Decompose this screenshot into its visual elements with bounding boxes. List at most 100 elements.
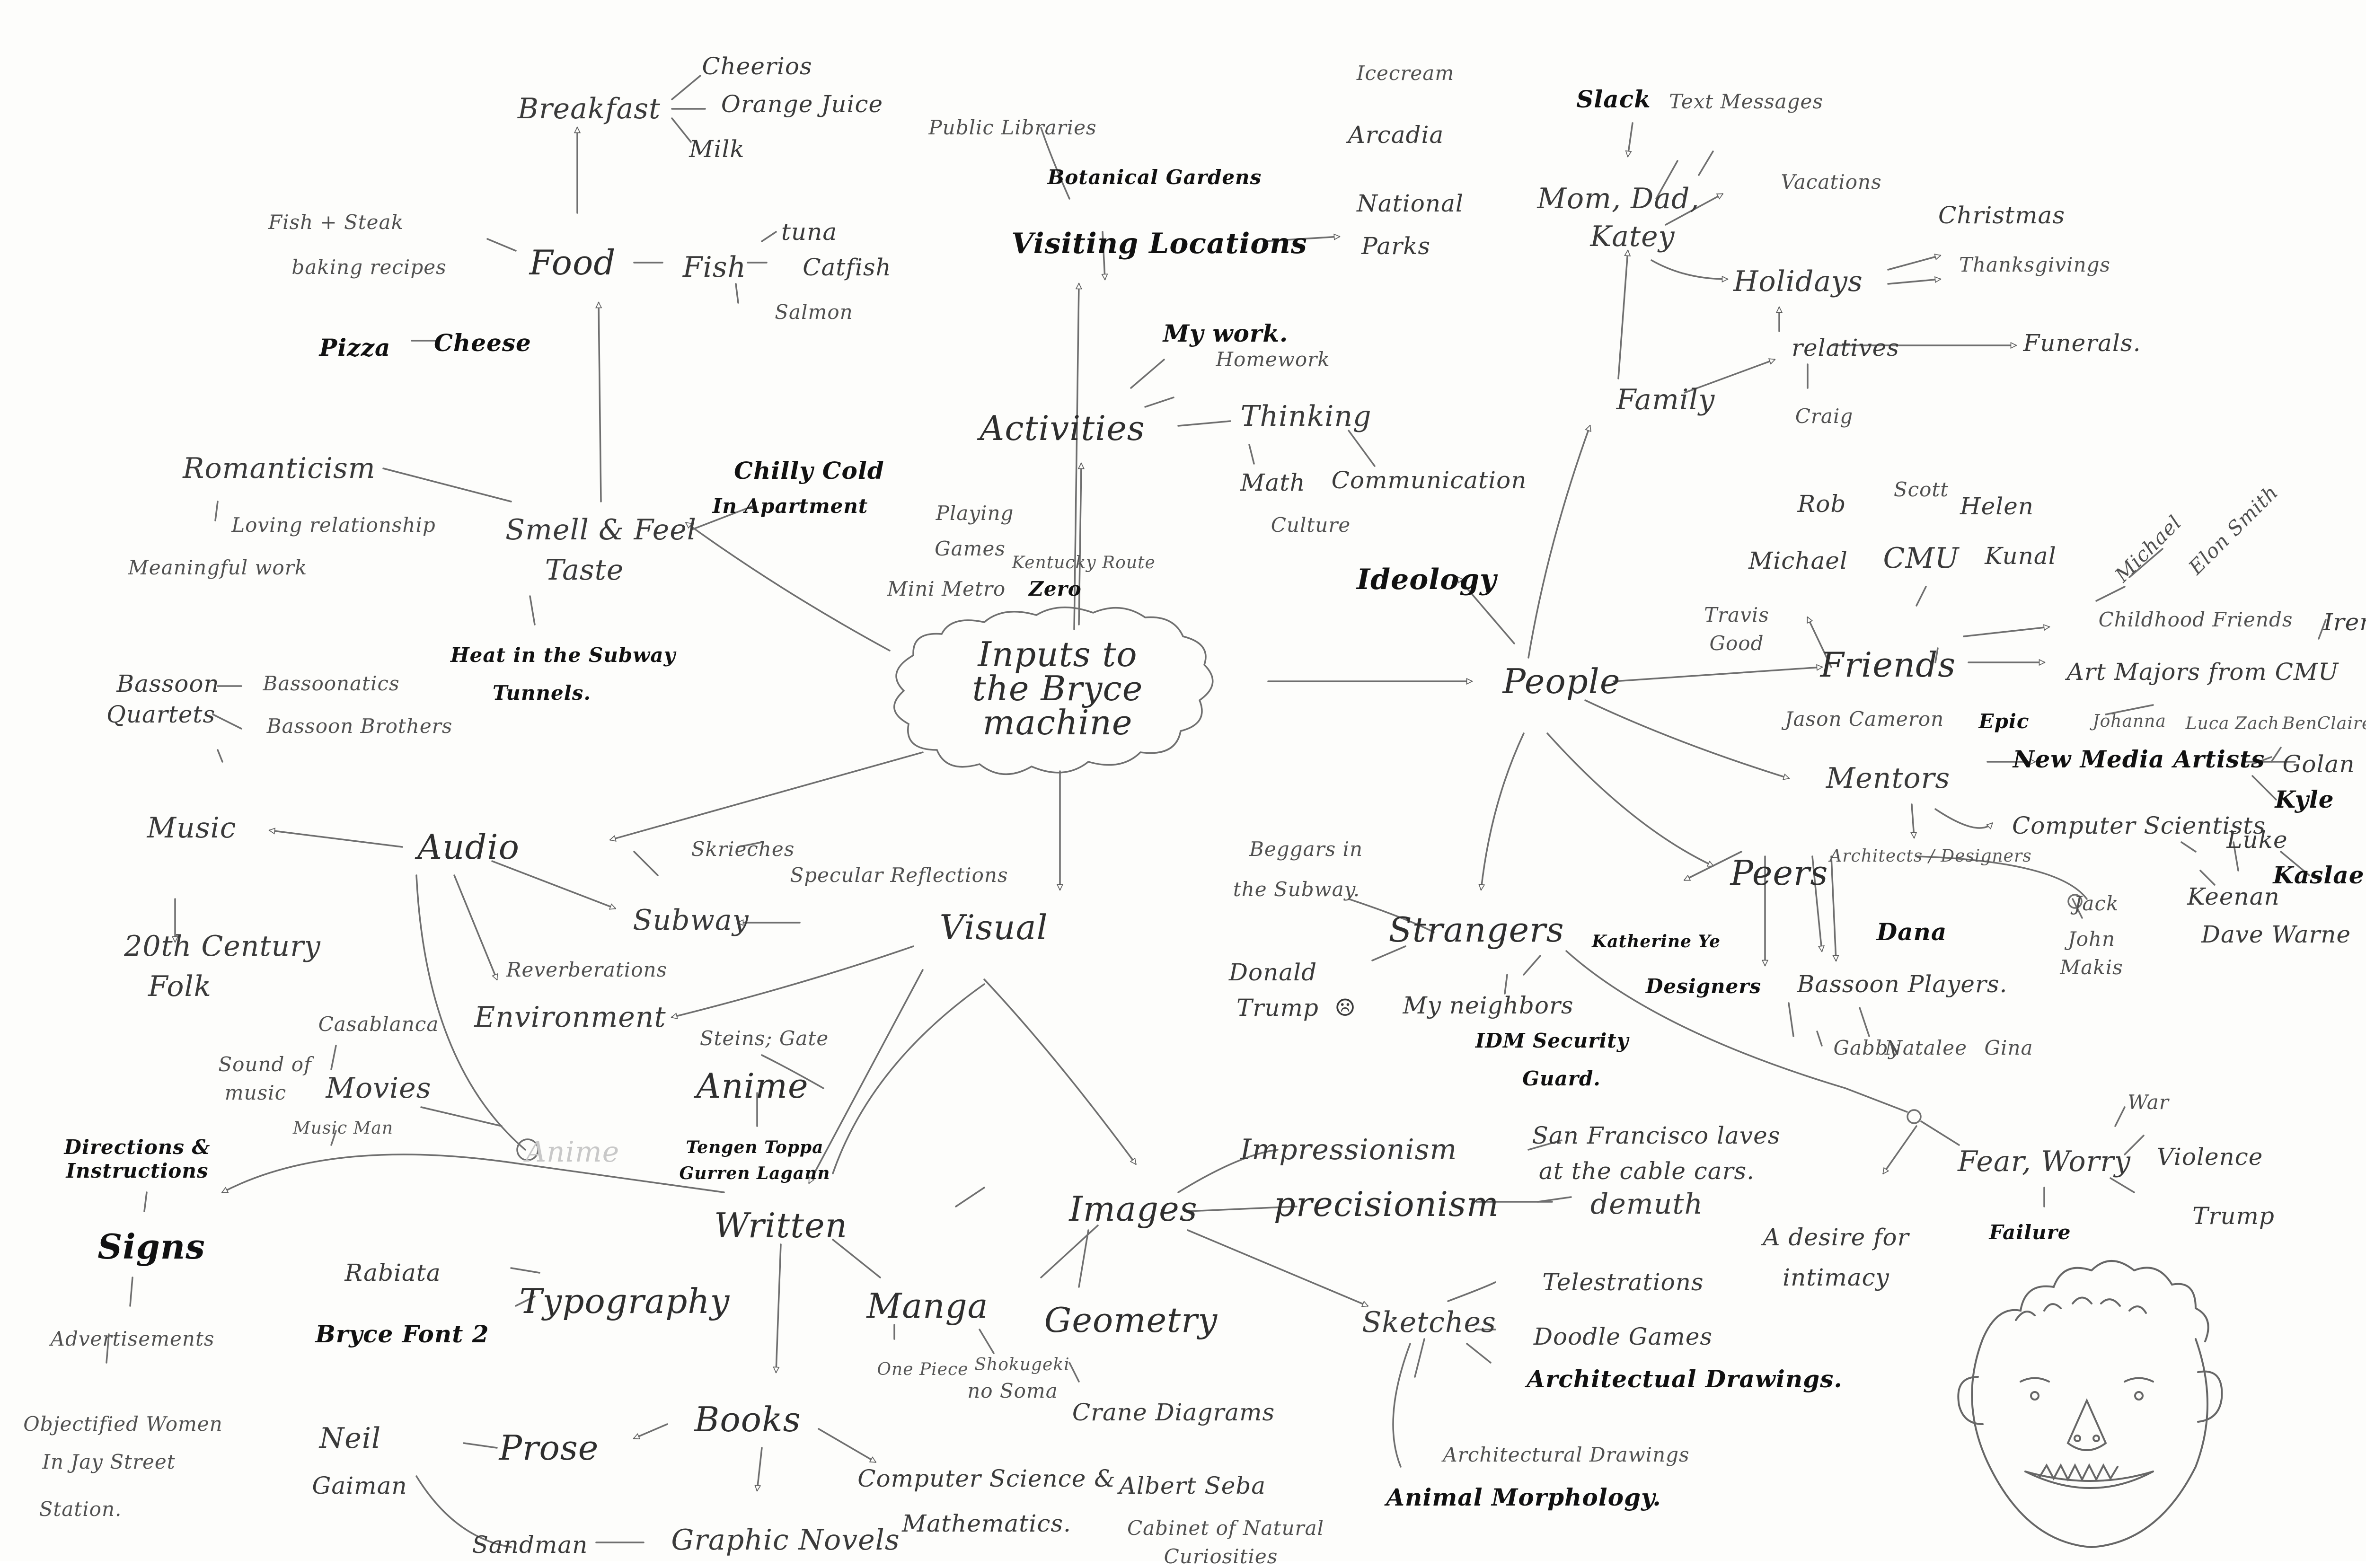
- demuth-label: demuth: [1590, 1188, 1704, 1221]
- screeches-label: Skrieches: [691, 837, 795, 861]
- culture-label: Culture: [1271, 513, 1351, 537]
- tunnels-label: Tunnels.: [493, 681, 591, 705]
- failure-label: Failure: [1989, 1221, 2071, 1244]
- music-node: Music: [147, 811, 237, 845]
- violence-label: Violence: [2156, 1143, 2263, 1171]
- breakfast-node: Breakfast: [517, 92, 661, 125]
- thinking-node: Thinking: [1240, 400, 1372, 433]
- manga-node: Manga: [866, 1286, 989, 1326]
- visual-node: Visual: [939, 907, 1048, 947]
- donald-label: Donald: [1228, 959, 1317, 986]
- jack-label: Jack: [2074, 892, 2119, 915]
- neil-label: Neil: [319, 1422, 381, 1455]
- animal-morphology-label: Animal Morphology.: [1386, 1483, 1661, 1511]
- sketches-node: Sketches: [1362, 1306, 1496, 1339]
- natalee-label: Natalee: [1885, 1036, 1967, 1059]
- kunal-label: Kunal: [1985, 542, 2057, 570]
- trump-label: Trump: [1236, 994, 1319, 1022]
- visiting-locations-node: Visiting Locations: [1011, 227, 1307, 260]
- jay-street-label: In Jay Street: [42, 1450, 176, 1473]
- sandman-label: Sandman: [472, 1531, 588, 1559]
- cheese-label: Cheese: [434, 329, 531, 357]
- michael-label: Michael: [1748, 547, 1848, 574]
- friends-node: Friends: [1820, 645, 1956, 685]
- slack-label: Slack: [1576, 85, 1651, 113]
- no-soma-label: no Soma: [967, 1379, 1058, 1402]
- food-node: Food: [529, 243, 616, 282]
- ben-label: Ben: [2282, 714, 2317, 733]
- kyle-label: Kyle: [2275, 785, 2334, 813]
- craig-label: Craig: [1795, 405, 1854, 428]
- gina-label: Gina: [1984, 1036, 2033, 1059]
- salmon-label: Salmon: [775, 300, 853, 324]
- subway-node: Subway: [633, 904, 749, 937]
- makis-label: Makis: [2060, 956, 2123, 979]
- public-libraries-label: Public Libraries: [928, 116, 1097, 139]
- gabby-label: Gabby: [1833, 1036, 1900, 1059]
- written-node: Written: [714, 1206, 848, 1245]
- twentieth-century-label: 20th Century: [124, 930, 321, 963]
- environment-node: Environment: [474, 1001, 666, 1034]
- architectual-drawings-label: Architectual Drawings.: [1527, 1365, 1843, 1393]
- precisionism-node: precisionism: [1273, 1184, 1500, 1224]
- specular-reflections-label: Specular Reflections: [790, 863, 1008, 887]
- bassoon-players-label: Bassoon Players.: [1797, 970, 2008, 998]
- holidays-node: Holidays: [1733, 265, 1863, 298]
- communication-label: Communication: [1331, 467, 1527, 494]
- thanksgivings-label: Thanksgivings: [1959, 253, 2111, 276]
- typography-node: Typography: [519, 1281, 730, 1321]
- desire-label: A desire for: [1763, 1224, 1909, 1251]
- childhood-friends-label: Childhood Friends: [2098, 608, 2293, 631]
- geometry-node: Geometry: [1044, 1300, 1218, 1340]
- rabiata-label: Rabiata: [344, 1259, 441, 1286]
- center-node: Inputs to the Bryce machine: [972, 634, 1143, 742]
- family-node: Family: [1616, 383, 1715, 416]
- travis-label: Travis: [1704, 603, 1769, 626]
- relatives-node: relatives: [1792, 334, 1899, 361]
- instructions-label: Instructions: [66, 1159, 209, 1182]
- jason-cameron-label: Jason Cameron: [1784, 707, 1944, 731]
- shokugeki-label: Shokugeki: [974, 1355, 1070, 1374]
- advertisements-label: Advertisements: [50, 1327, 215, 1350]
- baking-recipes-label: baking recipes: [291, 255, 447, 279]
- rob-label: Rob: [1797, 490, 1846, 518]
- new-media-artists-label: New Media Artists: [2013, 745, 2265, 773]
- mentors-node: Mentors: [1826, 762, 1951, 795]
- national-label: National: [1357, 190, 1464, 217]
- prose-node: Prose: [499, 1428, 599, 1468]
- fish-steak-label: Fish + Steak: [268, 211, 404, 234]
- idm-security-label: IDM Security: [1475, 1029, 1629, 1052]
- my-neighbors-label: My neighbors: [1403, 992, 1574, 1019]
- cmu-node: CMU: [1883, 542, 1960, 575]
- playing-label: Playing: [936, 502, 1014, 525]
- folk-label: Folk: [148, 970, 212, 1003]
- architectural-drawings-label: Architectural Drawings: [1443, 1443, 1690, 1466]
- movies-node: Movies: [326, 1072, 432, 1105]
- funerals-label: Funerals.: [2023, 329, 2141, 357]
- milk-label: Milk: [689, 135, 745, 163]
- gaiman-label: Gaiman: [312, 1472, 407, 1499]
- activities-node: Activities: [980, 408, 1145, 448]
- war-label: War: [2128, 1091, 2169, 1114]
- designers-label: Designers: [1645, 975, 1762, 998]
- pizza-label: Pizza: [319, 334, 391, 361]
- mini-metro-label: Mini Metro: [887, 577, 1006, 600]
- meaningful-work-label: Meaningful work: [128, 556, 308, 579]
- bryce-font-label: Bryce Font 2: [315, 1320, 489, 1348]
- chilly-cold-label: Chilly Cold: [734, 457, 884, 484]
- mom-dad-node: Mom, Dad,: [1537, 182, 1700, 215]
- tuna-label: tuna: [781, 218, 838, 246]
- people-node: People: [1502, 661, 1621, 701]
- romanticism-label: Romanticism: [183, 452, 376, 485]
- albert-seba-label: Albert Seba: [1119, 1472, 1266, 1499]
- vacations-label: Vacations: [1781, 170, 1882, 194]
- taste-node: Taste: [545, 554, 624, 587]
- fish-node: Fish: [682, 251, 747, 284]
- luke-label: Luke: [2226, 826, 2288, 854]
- graphic-novels-label: Graphic Novels: [671, 1524, 900, 1557]
- good-label: Good: [1709, 632, 1764, 655]
- fear-worry-node: Fear, Worry: [1958, 1145, 2131, 1178]
- cs-math-label: Computer Science &: [857, 1465, 1116, 1492]
- signs-node: Signs: [97, 1226, 205, 1267]
